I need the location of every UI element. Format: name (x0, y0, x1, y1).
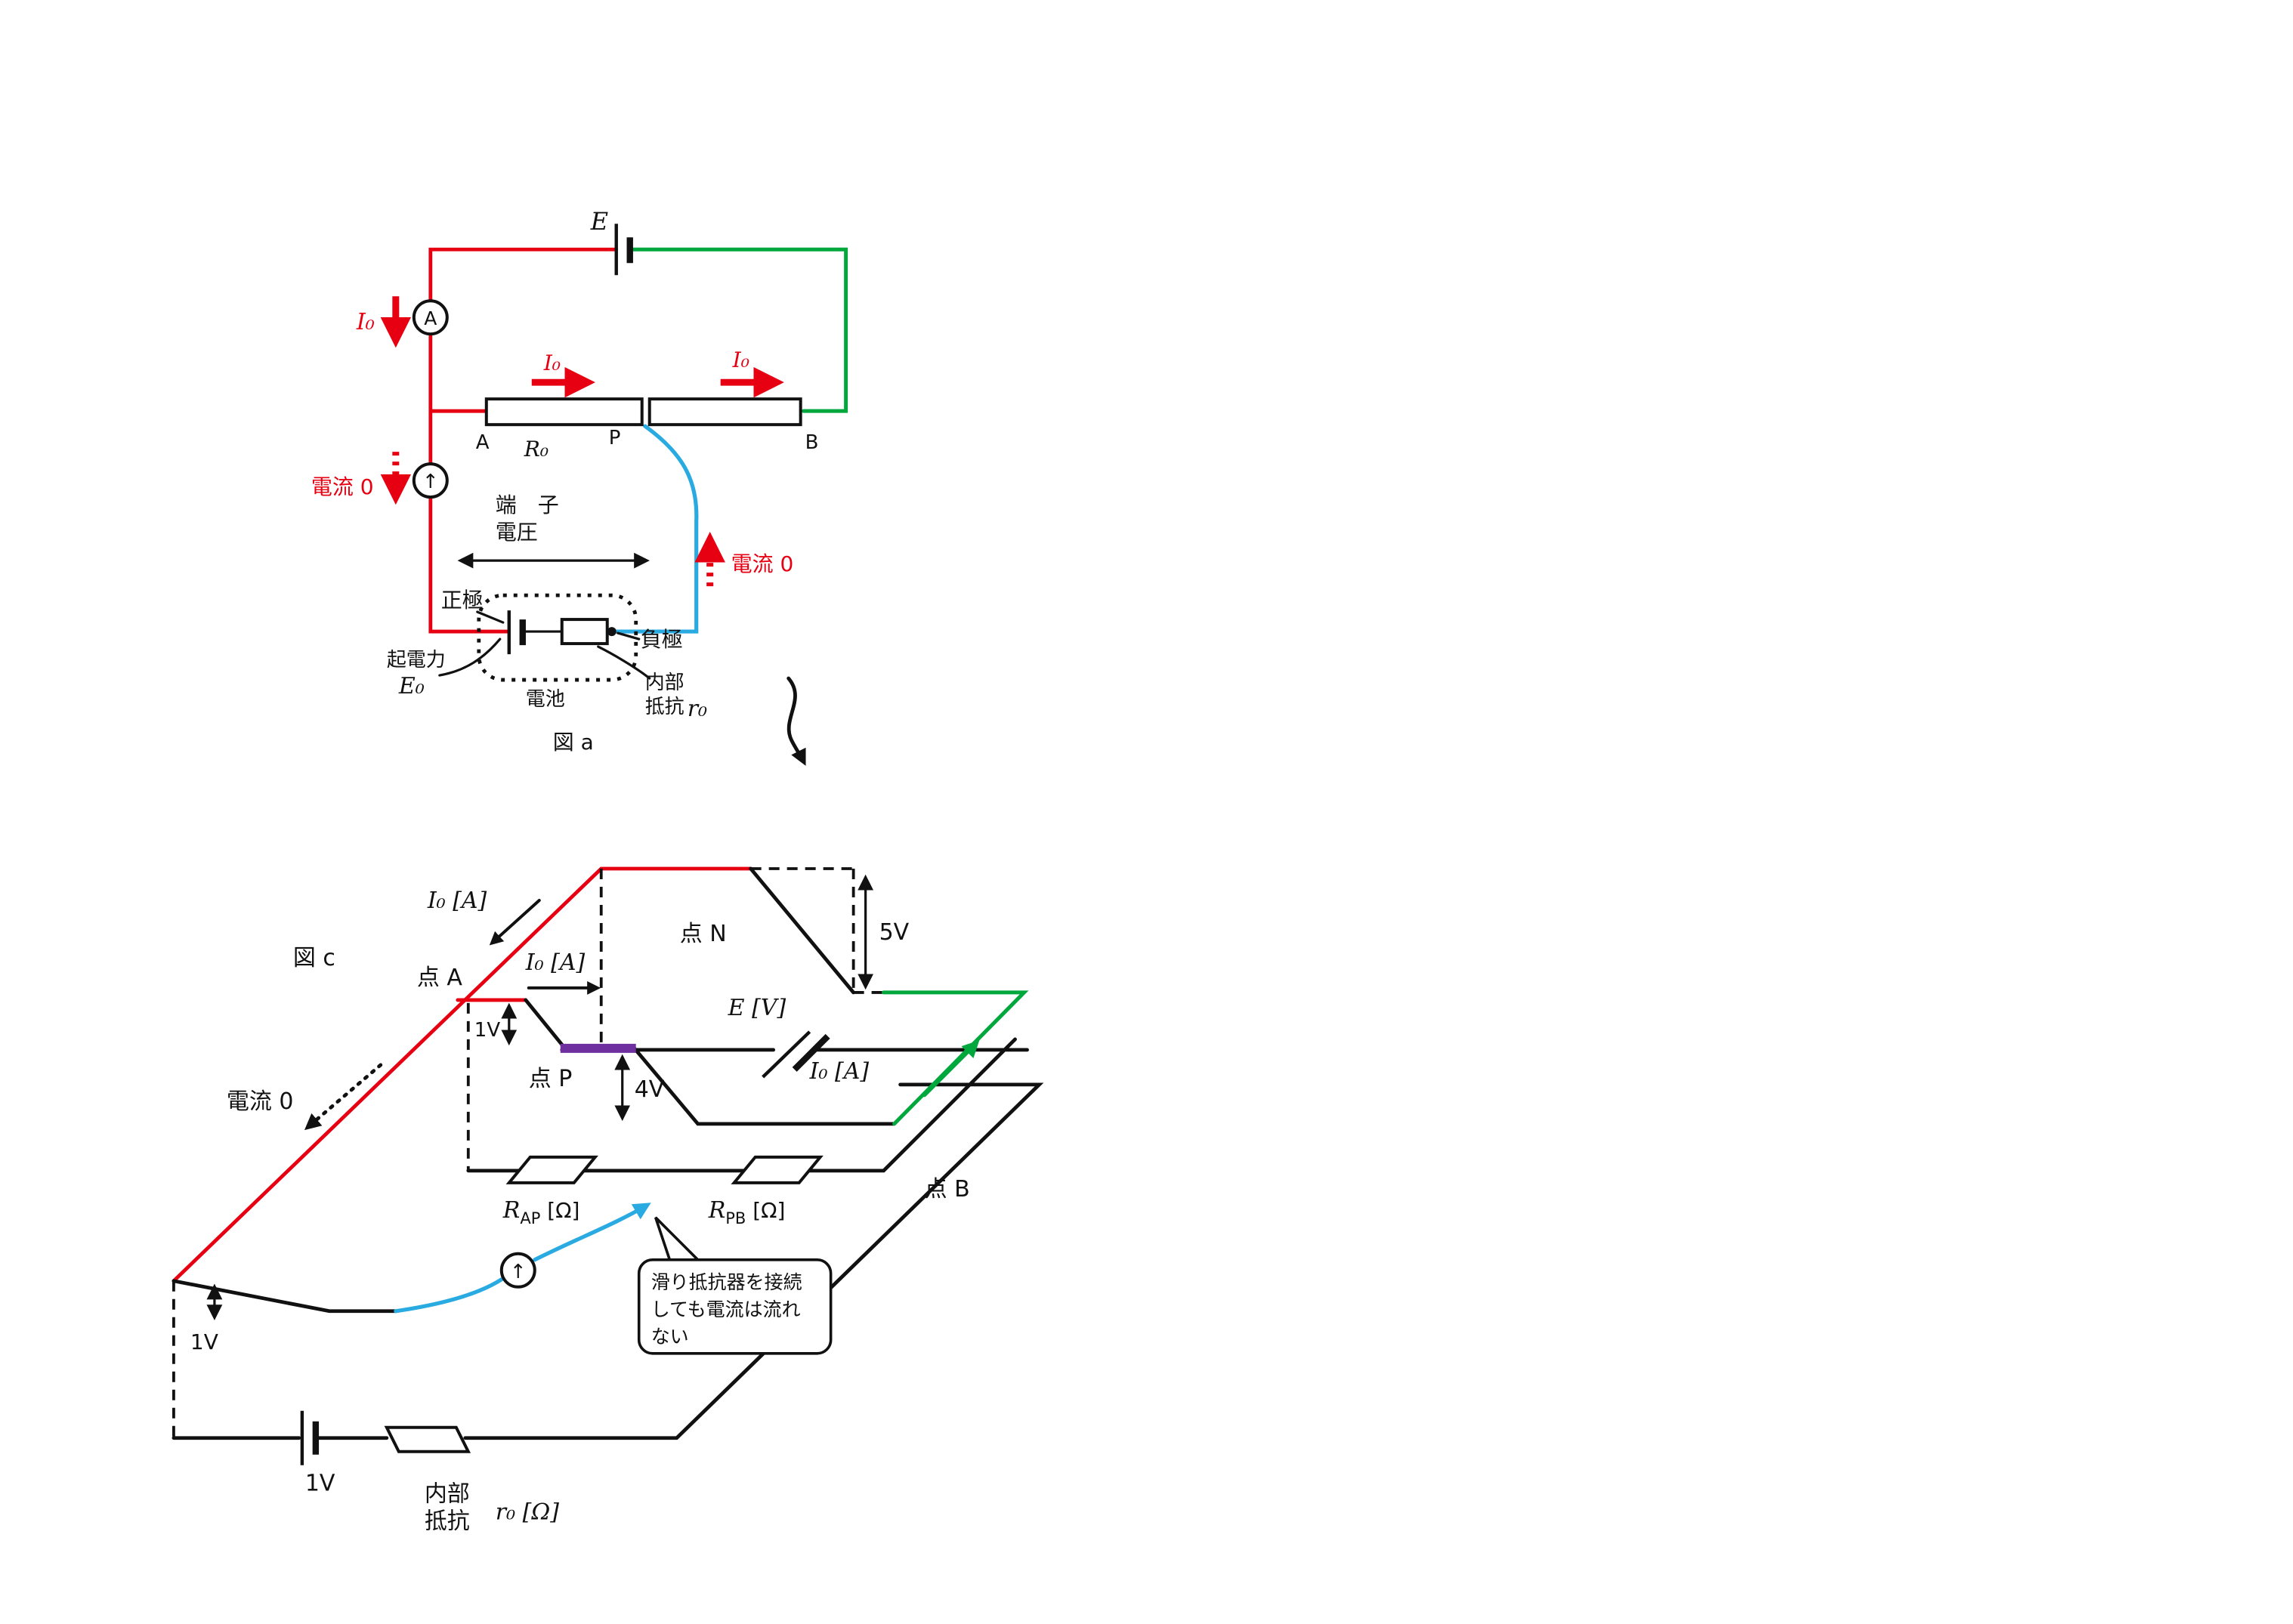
resistor-PB (647, 397, 802, 427)
label-5V: 5V (879, 919, 910, 946)
resistor-RAP-shape (505, 1155, 598, 1184)
label-1V-left: 1V (190, 1329, 218, 1354)
galvanometer (412, 462, 449, 499)
speech-bubble-pointer (654, 1216, 705, 1264)
cell-enclosure (477, 593, 638, 682)
battery-E-long-plate-c (762, 1030, 811, 1079)
current-I0-left-label: I₀ (356, 309, 375, 335)
resistor-RPB-label: RPB [Ω] (708, 1197, 786, 1227)
figure-c: 5V 4V 1V 1V 図 c 点 N 点 A 点 P 点 B E [V] I₀… (172, 866, 1044, 1535)
wire-blue-galvanometer (394, 1206, 647, 1314)
transition-arrow (786, 676, 806, 766)
internal-resistance-symbol-shape (384, 1425, 471, 1453)
point-P-label: 点 P (529, 1066, 573, 1092)
internal-resistance-c-symbol: r₀ [Ω] (496, 1499, 559, 1526)
zero-current-arrow-c (304, 1063, 383, 1131)
speech-bubble-line2: しても電流は流れ (651, 1298, 801, 1320)
figure-a: E A I₀ I₀ I₀ A R₀ P B ↑ 電流 0 電流 0 端 子 電圧 (311, 207, 848, 766)
galvanometer-needle-icon: ↑ (422, 471, 439, 493)
point-N-label: 点 N (680, 921, 727, 947)
battery-E-label: E (590, 207, 608, 236)
current-I0A-top: I₀ [A] (427, 888, 487, 914)
potential-structure-black (172, 866, 1044, 1440)
figure-c-caption: 図 c (293, 945, 335, 971)
emf-symbol: E₀ (398, 673, 425, 699)
wire-red (428, 247, 619, 634)
ammeter (412, 299, 449, 336)
terminal-voltage-line1: 端 子 (496, 492, 559, 517)
speech-bubble (637, 1258, 833, 1355)
resistor-RPB-shape (731, 1155, 824, 1184)
internal-resistance-symbol: r₀ (688, 696, 707, 722)
wire-green (628, 247, 848, 413)
current-I0A-A: I₀ [A] (525, 949, 586, 976)
positive-electrode-label: 正極 (441, 588, 484, 613)
label-4V: 4V (635, 1076, 665, 1103)
wire-blue-slider-tap (614, 424, 699, 634)
internal-resistance-c-line2: 抵抗 (425, 1508, 470, 1535)
current-arrow-green (922, 1040, 980, 1098)
emf-leader (438, 638, 502, 677)
node-B-label: B (805, 431, 819, 454)
terminal-voltage-line2: 電圧 (496, 520, 538, 545)
resistor-R0-label: R₀ (524, 437, 549, 462)
potential-edge-red (172, 866, 753, 1283)
galvanometer-needle-icon-c: ↑ (510, 1261, 527, 1283)
label-1V-A: 1V (474, 1019, 501, 1042)
resistor-RAP-label: RAP [Ω] (502, 1197, 580, 1227)
current-arrow-top (489, 898, 541, 946)
emf-label: 起電力 (387, 649, 446, 672)
current-I0A-green: I₀ [A] (809, 1058, 870, 1085)
zero-current-left-label: 電流 0 (311, 474, 374, 499)
construction-dashed-lines (172, 867, 884, 1438)
potential-edge-green (882, 990, 1029, 1126)
battery-E-short-plate-c (792, 1033, 830, 1072)
internal-resistance-line2: 抵抗 (645, 696, 685, 718)
positive-leader (476, 610, 505, 624)
negative-electrode-label: 負極 (641, 627, 683, 652)
speech-bubble-line3: ない (651, 1326, 689, 1348)
internal-resistance-c-line1: 内部 (425, 1481, 470, 1508)
current-I0-PB-label: I₀ (732, 347, 749, 372)
internal-resistance-box (560, 618, 609, 646)
resistor-AP (484, 397, 644, 427)
node-P-label: P (609, 427, 621, 449)
point-A-label: 点 A (417, 965, 463, 991)
battery-word-label: 電池 (526, 688, 565, 711)
galvanometer-c (499, 1252, 536, 1289)
battery-1V-label: 1V (305, 1471, 335, 1497)
negative-leader (617, 631, 641, 641)
ammeter-letter: A (424, 307, 437, 329)
speech-bubble-line1: 滑り抵抗器を接続 (651, 1271, 802, 1293)
internal-resistance-leader (597, 645, 651, 680)
emf-E-label: E [V] (728, 995, 786, 1021)
current-I0-AP-label: I₀ (543, 350, 561, 375)
node-A-label: A (476, 431, 490, 454)
figure-a-caption: 図 a (553, 730, 594, 755)
point-B-label: 点 B (925, 1176, 970, 1203)
zero-current-right-label: 電流 0 (731, 551, 794, 576)
internal-resistance-line1: 内部 (645, 672, 685, 694)
cell-terminal-dot (607, 627, 617, 637)
zero-current-label-c: 電流 0 (227, 1088, 294, 1115)
